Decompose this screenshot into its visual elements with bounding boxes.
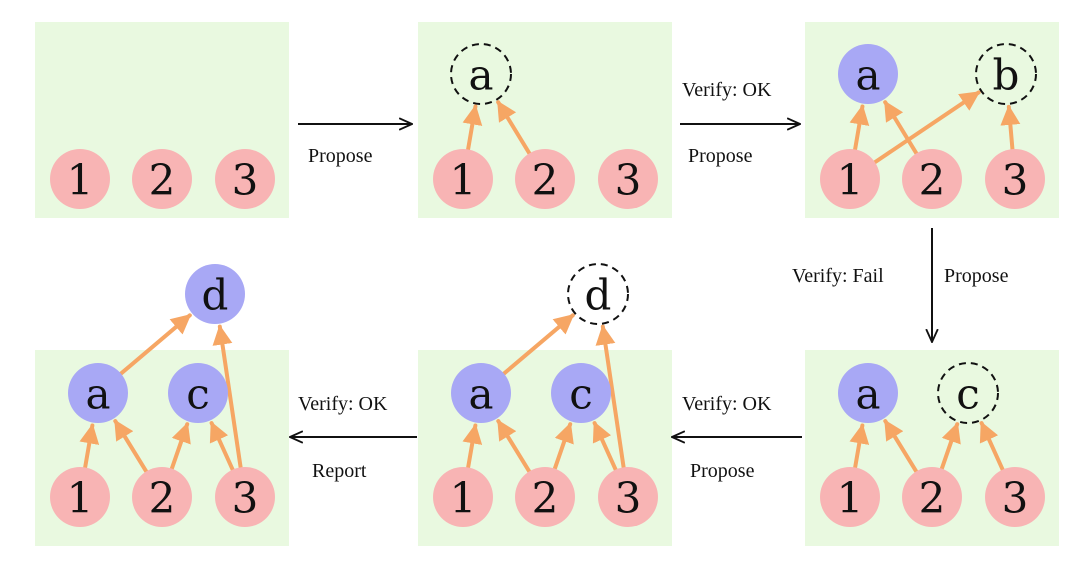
edge-a-to-d [117,313,192,377]
node-2-circle [515,149,575,209]
edge-3-to-c [979,421,1006,474]
edge-1-to-a [849,423,870,472]
node-3-label: 3 [232,156,259,205]
panel-graph-2: 1 2 3 a [433,43,658,209]
node-a-label: a [468,370,493,419]
node-3-label: 3 [232,474,259,523]
edge-2-to-a [883,419,920,476]
panel-graph-1: 1 2 3 [50,149,275,209]
node-a-label: a [85,370,110,419]
node-3-label: 3 [1002,156,1029,205]
panel-graph-3: 1 2 3 a b [820,43,1045,209]
node-3-label: 3 [1002,474,1029,523]
edge-2-to-a [883,100,920,158]
node-2-circle [132,467,192,527]
node-2-circle [132,149,192,209]
node-a-circle [838,44,898,104]
edge-3-to-c [592,421,619,474]
node-a-circle [451,363,511,423]
node-c-label: c [956,370,980,419]
node-2-circle [902,149,962,209]
node-1-label: 1 [67,156,94,205]
node-1-circle [433,467,493,527]
node-1-circle [50,467,110,527]
node-2-label: 2 [149,156,176,205]
node-2-label: 2 [532,156,559,205]
edge-1-to-b [871,90,981,166]
node-2-label: 2 [919,474,946,523]
flow-label-2b: Propose [688,145,753,167]
node-b-label: b [993,51,1020,100]
node-1-label: 1 [450,156,477,205]
node-3-circle [598,149,658,209]
node-2-label: 2 [919,156,946,205]
edge-3-to-d [212,324,243,472]
edge-1-to-a [462,104,483,154]
panel-graph-4: 1 2 3 a c [820,362,1045,527]
node-2-label: 2 [532,474,559,523]
node-1-circle [50,149,110,209]
edge-a-to-d [500,313,575,377]
flow-label-5b: Report [312,460,367,482]
flow-label-4b: Propose [690,460,755,482]
node-a-circle [838,363,898,423]
node-1-circle [820,467,880,527]
node-1-circle [820,149,880,209]
node-d-label: d [585,271,612,320]
flow-label-4a: Verify: OK [682,393,772,415]
node-b-circle [975,43,1037,105]
edge-3-to-b [1000,104,1021,154]
flow-label-3a: Verify: Fail [792,265,884,287]
node-a-label: a [855,370,880,419]
panel-graph-6: 1 2 3 a c d [50,264,275,527]
node-1-circle [433,149,493,209]
node-c-label: c [186,370,210,419]
node-1-label: 1 [837,156,864,205]
flow-label-3b: Propose [944,265,1009,287]
node-2-circle [902,467,962,527]
node-2-circle [515,467,575,527]
node-d-circle [185,264,245,324]
edge-2-to-c [939,422,961,473]
node-a-circle [450,43,512,105]
node-1-label: 1 [837,474,864,523]
node-3-label: 3 [615,474,642,523]
node-d-label: d [202,271,229,320]
node-3-circle [985,467,1045,527]
edge-1-to-a [462,423,483,472]
node-c-circle [168,363,228,423]
edge-2-to-a [496,419,533,476]
node-a-label: a [855,51,880,100]
flow-label-2a: Verify: OK [682,79,772,101]
edge-1-to-a [79,423,100,472]
node-c-label: c [569,370,593,419]
node-3-circle [985,149,1045,209]
node-2-label: 2 [149,474,176,523]
node-a-label: a [468,51,493,100]
flow-label-1: Propose [308,145,373,167]
node-3-circle [215,149,275,209]
panel-graph-5: 1 2 3 a c d [433,263,658,527]
edge-2-to-a [113,419,150,476]
node-3-circle [215,467,275,527]
node-3-circle [598,467,658,527]
edge-2-to-c [552,422,574,473]
node-a-circle [68,363,128,423]
node-c-circle [551,363,611,423]
edge-3-to-c [209,421,236,474]
edge-3-to-d [595,324,626,472]
edge-2-to-a [496,100,533,158]
edge-1-to-a [849,104,870,154]
edge-2-to-c [169,422,191,473]
node-3-label: 3 [615,156,642,205]
flow-label-5a: Verify: OK [298,393,388,415]
node-d-circle [567,263,629,325]
node-c-circle [937,362,999,424]
node-1-label: 1 [67,474,94,523]
node-1-label: 1 [450,474,477,523]
